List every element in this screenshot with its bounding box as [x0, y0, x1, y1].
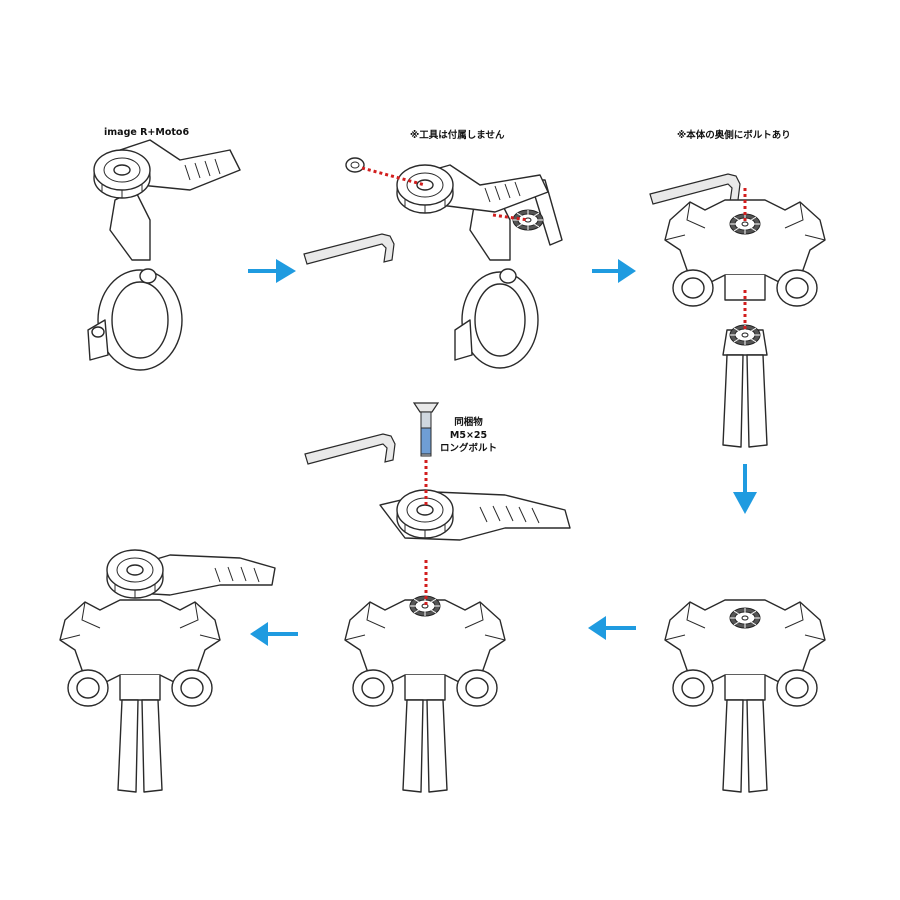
- step2-screw: [345, 157, 365, 173]
- arrow-left-1: [588, 616, 636, 640]
- step1-mount: [87, 139, 241, 371]
- step3-post: [722, 324, 768, 448]
- step1-caption: image R+Moto6: [104, 127, 190, 138]
- arrow-down: [733, 464, 757, 514]
- arrow-left-2: [250, 622, 298, 646]
- step2-hexkey: [303, 233, 395, 265]
- bolt-note-line3: ロングボルト: [440, 443, 498, 454]
- step6-assembly: [59, 549, 276, 793]
- step5-adapter: [344, 595, 506, 793]
- step5-long-bolt: [412, 402, 440, 457]
- bolt-note: 同梱物 M5×25 ロングボルト: [440, 416, 497, 455]
- step4-adapter: [664, 599, 826, 793]
- step2-caption: ※工具は付属しません: [410, 130, 505, 141]
- step5-hexkey: [304, 433, 396, 465]
- arrow-right-2: [592, 259, 636, 283]
- step5-cradle: [379, 489, 571, 541]
- step2-bolt-path: [361, 166, 426, 187]
- bolt-note-line1: 同梱物: [454, 417, 483, 428]
- step2-mount: [396, 164, 563, 369]
- bolt-note-line2: M5×25: [449, 430, 488, 441]
- step3-caption: ※本体の奥側にボルトあり: [677, 130, 791, 141]
- arrow-right-1: [248, 259, 296, 283]
